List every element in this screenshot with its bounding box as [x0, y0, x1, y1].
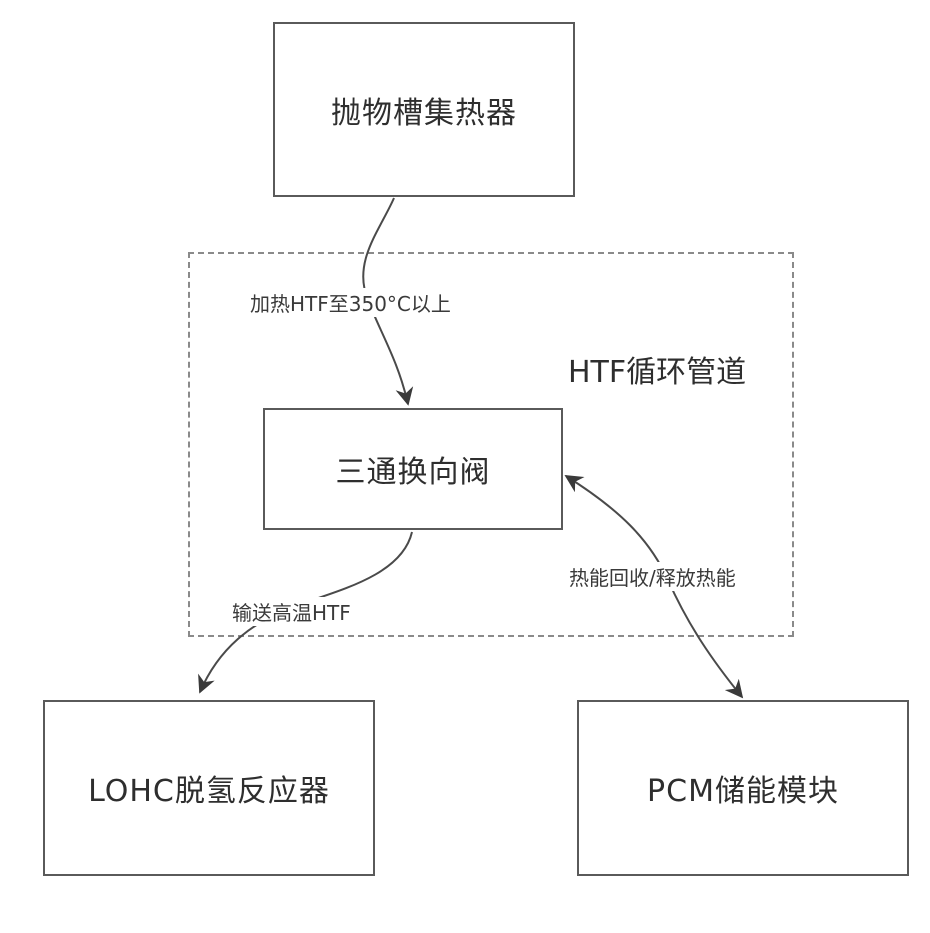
- parabolic-trough-collector-node: 抛物槽集热器: [273, 22, 575, 197]
- three-way-valve-node: 三通换向阀: [263, 408, 563, 530]
- valve-pcm-label: 热能回收/释放热能: [567, 562, 738, 591]
- three-way-valve-label: 三通换向阀: [336, 447, 491, 491]
- valve-to-reactor-label: 输送高温HTF: [230, 597, 353, 626]
- htf-loop-label: HTF循环管道: [568, 347, 746, 391]
- lohc-reactor-label: LOHC脱氢反应器: [88, 766, 330, 810]
- collector-to-valve-label: 加热HTF至350°C以上: [248, 288, 453, 317]
- pcm-storage-label: PCM储能模块: [647, 766, 839, 810]
- lohc-reactor-node: LOHC脱氢反应器: [43, 700, 375, 876]
- parabolic-trough-collector-label: 抛物槽集热器: [331, 88, 517, 132]
- pcm-storage-node: PCM储能模块: [577, 700, 909, 876]
